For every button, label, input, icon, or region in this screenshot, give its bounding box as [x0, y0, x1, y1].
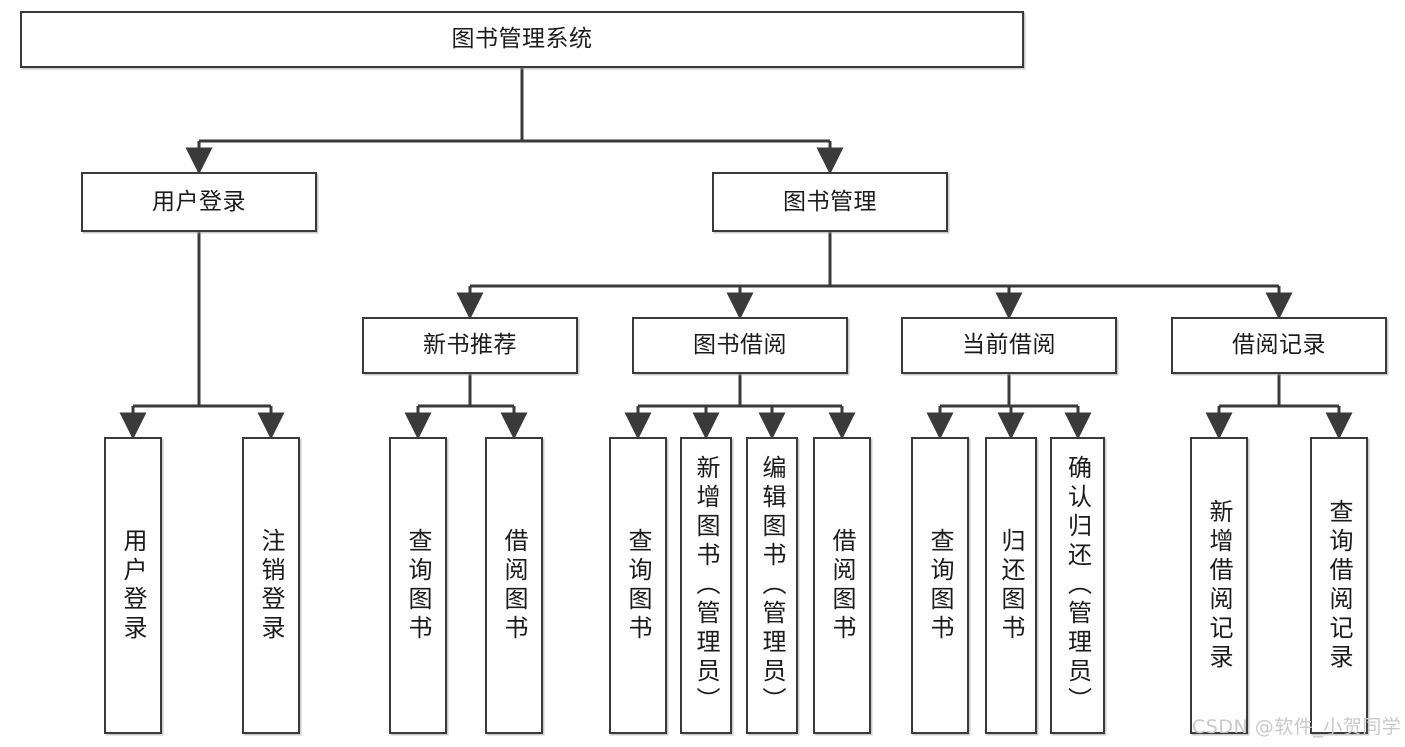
node-leaf-logout-login[interactable]: 注销登录: [242, 437, 300, 734]
node-label: 查询图书: [624, 527, 652, 644]
node-leaf-query-book-3[interactable]: 查询图书: [911, 437, 969, 734]
node-leaf-query-borrow-record[interactable]: 查询借阅记录: [1310, 437, 1368, 734]
node-user-login[interactable]: 用户登录: [81, 172, 317, 232]
node-label: 用户登录: [119, 527, 147, 644]
node-label: 借阅图书: [500, 527, 528, 644]
node-leaf-confirm-return-admin[interactable]: 确认归还（管理员）: [1050, 437, 1105, 734]
node-label: 借阅记录: [1232, 332, 1326, 359]
node-label: 图书借阅: [693, 332, 787, 359]
node-leaf-add-borrow-record[interactable]: 新增借阅记录: [1190, 437, 1248, 734]
node-leaf-add-book-admin[interactable]: 新增图书（管理员）: [680, 437, 732, 734]
node-label: 归还图书: [997, 527, 1025, 644]
node-label: 借阅图书: [828, 527, 856, 644]
node-label: 查询图书: [926, 527, 954, 644]
node-label: 当前借阅: [962, 332, 1056, 359]
node-borrow-record[interactable]: 借阅记录: [1171, 317, 1387, 374]
node-leaf-borrow-book-2[interactable]: 借阅图书: [813, 437, 871, 734]
node-current-borrow[interactable]: 当前借阅: [901, 317, 1117, 374]
node-root[interactable]: 图书管理系统: [20, 11, 1024, 68]
node-new-book-recommend[interactable]: 新书推荐: [362, 317, 578, 374]
node-label: 新增借阅记录: [1205, 498, 1233, 673]
node-label: 新书推荐: [423, 332, 517, 359]
node-leaf-query-book-2[interactable]: 查询图书: [609, 437, 667, 734]
node-label: 图书管理系统: [451, 26, 593, 53]
node-label: 注销登录: [257, 527, 285, 644]
node-label: 查询图书: [404, 527, 432, 644]
node-label: 编辑图书（管理员）: [758, 455, 786, 716]
node-leaf-return-book[interactable]: 归还图书: [985, 437, 1037, 734]
node-label: 图书管理: [783, 188, 877, 215]
node-book-manage[interactable]: 图书管理: [712, 172, 948, 232]
node-label: 确认归还（管理员）: [1063, 455, 1092, 716]
node-label: 新增图书（管理员）: [692, 455, 720, 716]
node-book-borrow[interactable]: 图书借阅: [632, 317, 848, 374]
node-leaf-edit-book-admin[interactable]: 编辑图书（管理员）: [746, 437, 798, 734]
node-label: 用户登录: [152, 188, 246, 215]
node-leaf-user-login[interactable]: 用户登录: [104, 437, 162, 734]
node-leaf-borrow-book-1[interactable]: 借阅图书: [485, 437, 543, 734]
node-label: 查询借阅记录: [1325, 498, 1353, 673]
node-leaf-query-book-1[interactable]: 查询图书: [389, 437, 447, 734]
